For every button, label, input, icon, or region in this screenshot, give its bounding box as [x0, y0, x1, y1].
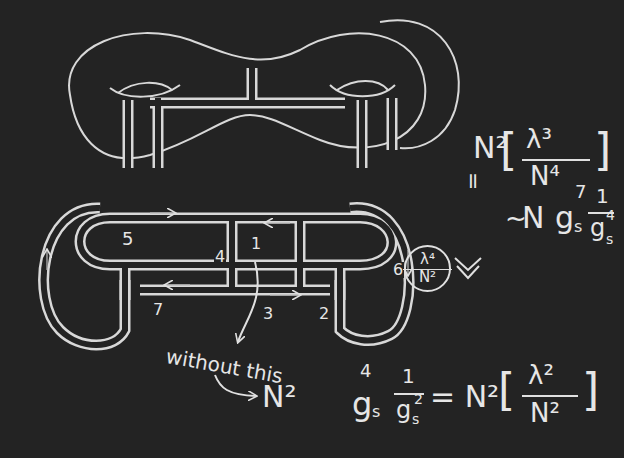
formula-text: = — [462, 172, 484, 190]
numerator: λ⁴ — [403, 252, 452, 268]
formula-text: 4 — [606, 208, 615, 222]
formula-text: λ³ — [526, 126, 552, 152]
formula-text: 1 — [596, 186, 609, 206]
callout-number: 7 — [152, 302, 164, 318]
formula-text: g — [555, 203, 574, 233]
note-text: without this — [165, 346, 285, 386]
formula-text: s — [574, 219, 582, 235]
formula-text: [ — [498, 368, 515, 412]
denominator: N² — [403, 269, 452, 286]
formula-text: 2 — [414, 392, 423, 406]
formula-text: = N² — [430, 382, 499, 412]
formula-text: N² — [262, 382, 296, 412]
formula-text: N — [522, 203, 544, 233]
formula-text: [ — [500, 128, 517, 172]
formula-text: g — [590, 216, 605, 240]
formula-text: s — [606, 232, 613, 246]
ribbon-graph — [44, 208, 409, 345]
formula-text: N² — [530, 400, 560, 426]
formula-text: s — [412, 412, 419, 426]
chalk-strokes — [215, 160, 614, 396]
formula-text: 1 — [402, 366, 415, 386]
formula-text: g — [352, 388, 372, 420]
circled-term: λ⁴N² — [403, 244, 452, 293]
formula-text: g — [396, 398, 411, 422]
formula-text: ] — [582, 368, 599, 412]
callout-number: 4 — [214, 249, 226, 265]
callout-number: 2 — [318, 306, 330, 322]
surface-ribbons — [128, 68, 392, 168]
formula-text: N⁴ — [530, 163, 560, 189]
formula-text: 7 — [575, 183, 586, 201]
callout-number: 1 — [250, 236, 262, 252]
formula-text: λ² — [528, 362, 554, 388]
formula-text: ] — [594, 128, 611, 172]
callout-number: 3 — [262, 306, 274, 322]
formula-text: 4 — [360, 362, 371, 380]
callout-number: 5 — [121, 230, 134, 248]
formula-text: s — [372, 404, 380, 420]
